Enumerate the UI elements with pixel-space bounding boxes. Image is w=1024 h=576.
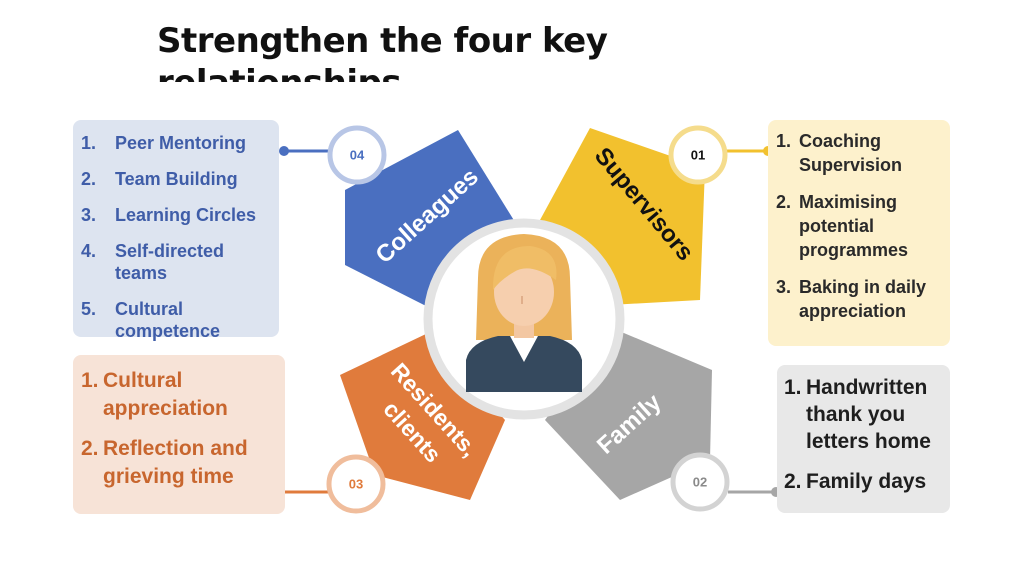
badge-02: 02	[670, 452, 730, 512]
list-item: 2.Reflection and grieving time	[81, 437, 248, 488]
badge-04-number: 04	[350, 147, 365, 162]
badge-04: 04	[327, 125, 387, 185]
family-actions-box: 1.Handwritten thank you letters home 2.F…	[777, 365, 950, 513]
list-item: 3.Baking in daily appreciation	[776, 277, 927, 321]
list-item: 2.Team Building	[81, 169, 238, 189]
title-area: Strengthen the four key relationships	[157, 20, 677, 82]
family-actions-list: 1.Handwritten thank you letters home 2.F…	[784, 374, 946, 495]
list-item: 5.Cultural competence	[81, 299, 221, 341]
colleagues-actions-box: 1.Peer Mentoring 2.Team Building 3.Learn…	[73, 120, 279, 341]
list-item: 2.Family days	[784, 470, 927, 493]
badge-03-number: 03	[349, 476, 363, 491]
badge-01: 01	[668, 125, 728, 185]
supervisors-actions-box: 1.Coaching Supervision 2.Maximising pote…	[768, 120, 950, 346]
badge-02-number: 02	[693, 474, 707, 489]
badge-01-number: 01	[691, 147, 705, 162]
list-item: 2.Maximising potential programmes	[776, 192, 909, 260]
list-item: 4.Self-directed teams	[81, 241, 225, 283]
slide-title: Strengthen the four key relationships	[157, 21, 608, 82]
badge-03: 03	[326, 454, 386, 514]
list-item: 1.Handwritten thank you letters home	[784, 376, 931, 453]
list-item: 1.Peer Mentoring	[81, 133, 247, 153]
colleagues-actions-list: 1.Peer Mentoring 2.Team Building 3.Learn…	[81, 132, 273, 342]
residents-actions-box: 1.Cultural appreciation 2.Reflection and…	[73, 355, 285, 514]
connector-04-dot	[279, 146, 289, 156]
list-item: 1.Coaching Supervision	[776, 131, 903, 175]
supervisors-actions-list: 1.Coaching Supervision 2.Maximising pote…	[776, 129, 946, 323]
list-item: 3.Learning Circles	[81, 205, 257, 225]
residents-actions-list: 1.Cultural appreciation 2.Reflection and…	[81, 367, 279, 491]
list-item: 1.Cultural appreciation	[81, 369, 228, 420]
person-avatar-icon	[466, 234, 582, 392]
